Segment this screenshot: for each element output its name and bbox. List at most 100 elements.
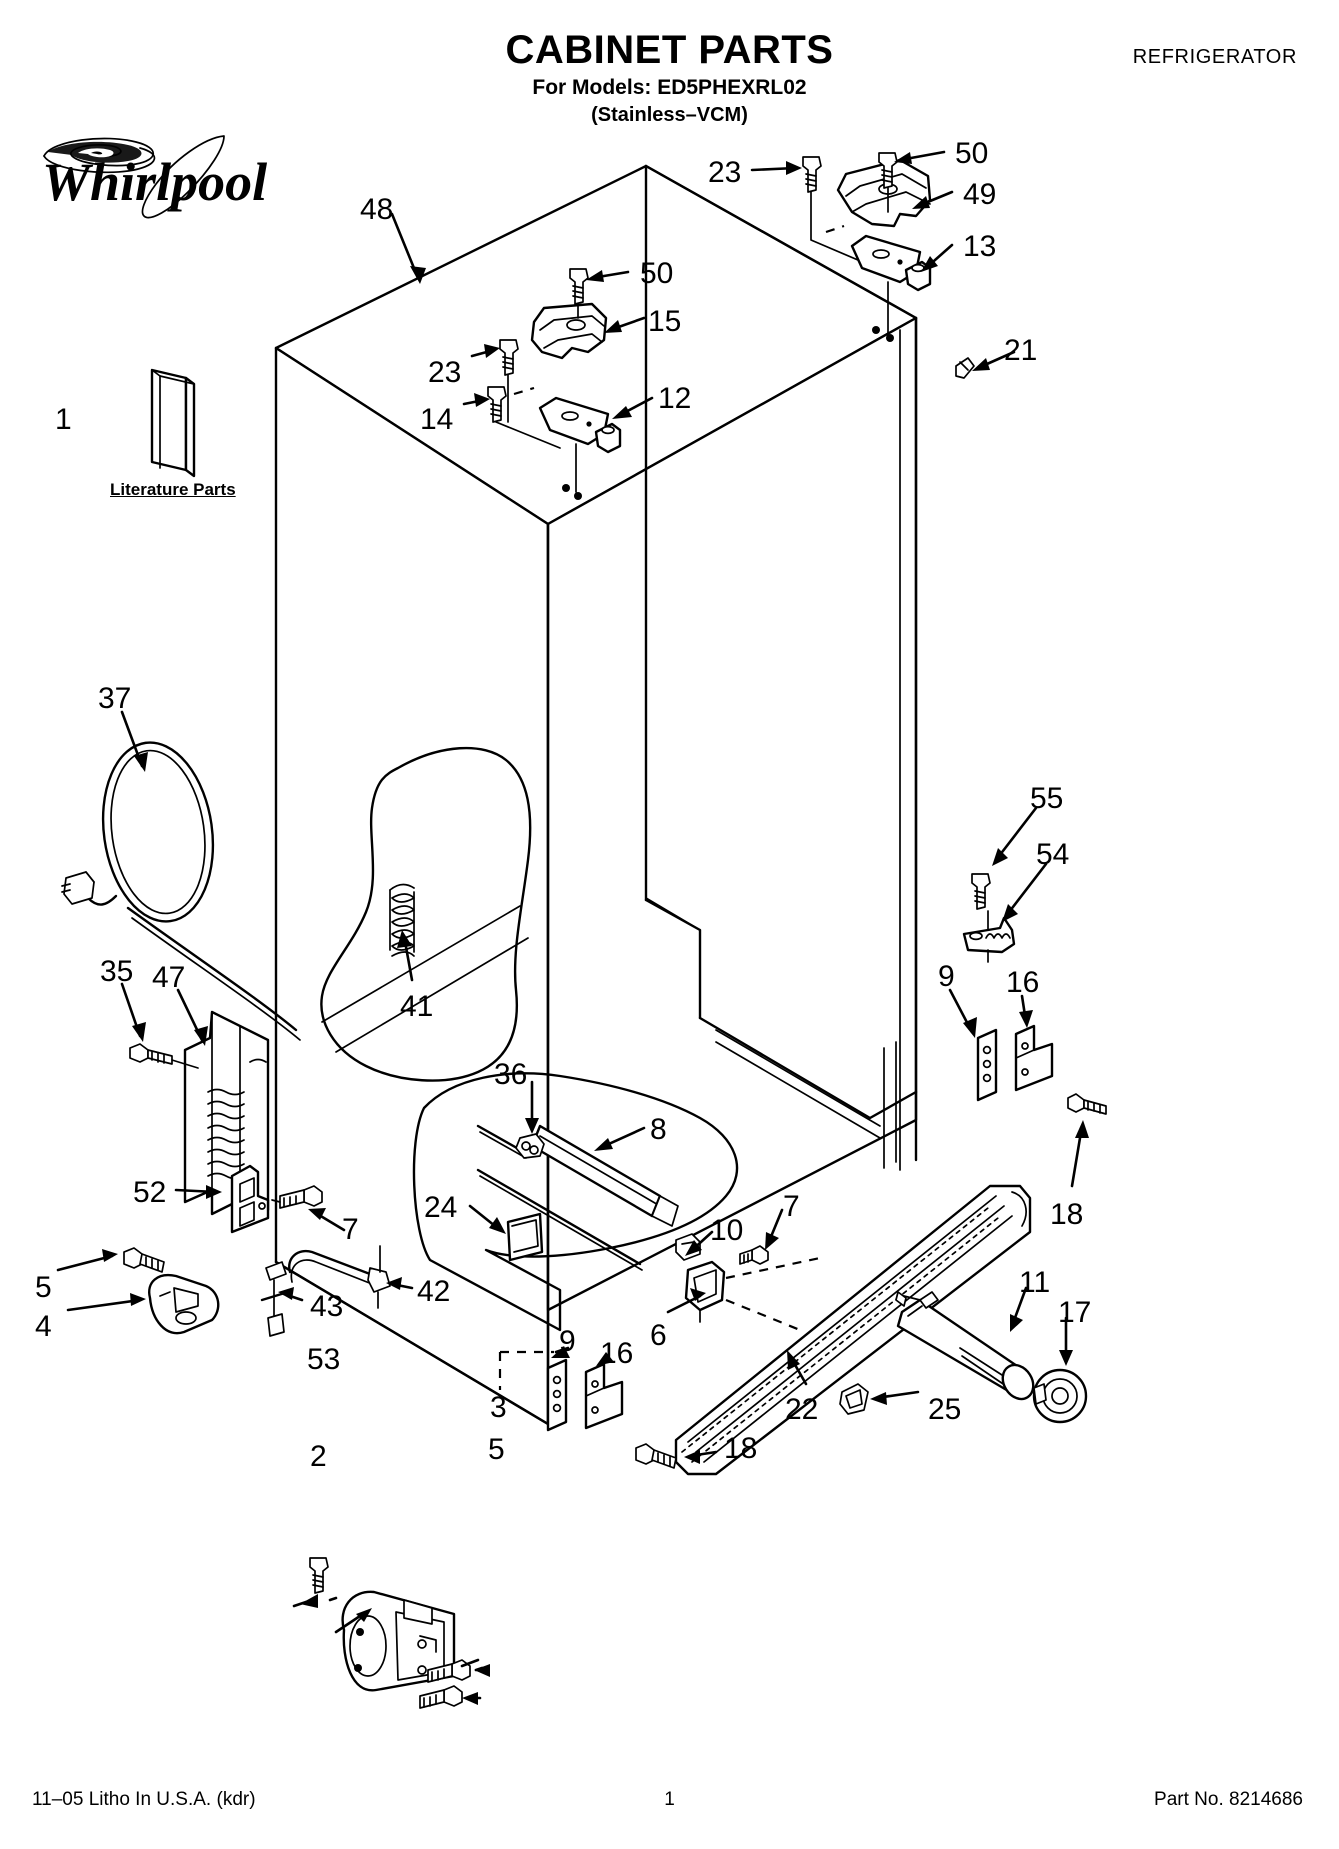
leader-4 (68, 1293, 146, 1310)
literature-parts-label: Literature Parts (110, 480, 236, 499)
callout-number-12: 12 (658, 382, 692, 415)
leader-17 (1059, 1318, 1073, 1366)
callout-number-14: 14 (420, 403, 454, 436)
callout-number-17: 17 (1058, 1296, 1092, 1329)
callout-number-7: 7 (783, 1190, 800, 1223)
leader-12 (612, 398, 652, 419)
variant-line: (Stainless–VCM) (591, 104, 748, 126)
part-53-screw (310, 1558, 328, 1593)
leader-42 (386, 1277, 412, 1290)
callout-number-2: 2 (310, 1440, 327, 1473)
callout-number-41: 41 (400, 990, 434, 1023)
callout-number-53: 53 (307, 1343, 341, 1376)
whirlpool-logo-svg: Whirlpool (42, 135, 267, 219)
callout-number-4: 4 (35, 1310, 52, 1343)
leader-9-bottom (551, 1346, 570, 1358)
logo-wordmark: Whirlpool (42, 152, 267, 212)
callout-number-9: 9 (938, 960, 955, 993)
part-23-screw-mid (500, 340, 518, 422)
callout-number-37: 37 (98, 682, 132, 715)
leader-53 (294, 1594, 336, 1608)
leader-49 (912, 192, 952, 209)
part-14-screw (488, 387, 560, 448)
leader-41 (397, 930, 412, 980)
leader-23-mid (472, 344, 500, 358)
lower-assembly-region (414, 1073, 737, 1330)
leader-22 (787, 1350, 806, 1384)
dash-link-6-22 (726, 1258, 820, 1330)
logo-flourish (141, 135, 225, 219)
callout-number-52: 52 (133, 1176, 167, 1209)
callout-number-9: 9 (559, 1325, 576, 1358)
part-55-screw (972, 874, 990, 938)
callout-number-16: 16 (600, 1337, 634, 1370)
callout-number-42: 42 (417, 1275, 451, 1308)
callout-number-8: 8 (650, 1113, 667, 1146)
part-7-screw-left (272, 1186, 322, 1208)
leader-47 (178, 990, 208, 1046)
part-17-filter-cap (1034, 1370, 1086, 1422)
hinge-dash-top-right (826, 226, 844, 232)
leader-7-left (308, 1208, 344, 1230)
callout-number-25: 25 (928, 1393, 962, 1426)
part-12-hinge-plate-mid (540, 398, 620, 500)
page-title: CABINET PARTS (505, 28, 834, 72)
part-13-hinge-plate (852, 236, 930, 342)
callout-number-16: 16 (1006, 966, 1040, 999)
callout-number-50: 50 (640, 257, 674, 290)
callout-number-24: 24 (424, 1191, 458, 1224)
part-18-screw-right (1068, 1094, 1106, 1114)
callout-number-55: 55 (1030, 782, 1064, 815)
leader-10 (685, 1232, 712, 1256)
cabinet-body (276, 166, 916, 1424)
category-label: REFRIGERATOR (1132, 46, 1297, 68)
callout-number-11: 11 (1019, 1266, 1051, 1299)
callout-number-49: 49 (963, 178, 997, 211)
callout-number-50: 50 (955, 137, 989, 170)
part-25-plug (840, 1384, 868, 1414)
part-23-screw-top (803, 157, 872, 266)
footer-page-number: 1 (664, 1789, 675, 1810)
leader-24 (470, 1206, 506, 1234)
leader-35 (122, 984, 146, 1042)
leader-6 (668, 1288, 706, 1312)
callout-number-47: 47 (152, 961, 186, 994)
part-41-insulation (321, 748, 530, 1081)
part-7-screw-right (740, 1246, 768, 1264)
leader-14 (464, 393, 490, 407)
leader-16-bottom (596, 1352, 614, 1366)
leader-50-mid (586, 270, 628, 282)
callout-number-7: 7 (342, 1213, 359, 1246)
leader-16-right (1019, 996, 1033, 1028)
cabinet-inner-wall (884, 1042, 896, 1168)
leader-7-right (765, 1210, 782, 1250)
leader-18-right (1072, 1120, 1089, 1186)
leader-5-bottom (462, 1692, 480, 1705)
leader-37 (122, 712, 148, 772)
leader-3 (462, 1660, 490, 1677)
leader-13 (921, 245, 952, 272)
leader-5-top-left (58, 1249, 118, 1270)
dash-bottom-center (500, 1352, 554, 1390)
callout-number-18: 18 (1050, 1198, 1084, 1231)
callout-number-22: 22 (785, 1393, 819, 1426)
callout-number-5: 5 (488, 1433, 505, 1466)
part-5-screw-left (124, 1248, 164, 1272)
callout-number-23: 23 (428, 356, 462, 389)
footer-part-number: Part No. 8214686 (1154, 1789, 1303, 1810)
whirlpool-logo: Whirlpool (28, 112, 268, 222)
callout-number-3: 3 (490, 1391, 507, 1424)
coil-spring (390, 884, 414, 956)
leader-15 (604, 318, 644, 333)
part-15-hinge-cover-mid (532, 304, 606, 358)
part-43-clamp (262, 1262, 288, 1336)
models-line: For Models: ED5PHEXRL02 (532, 76, 807, 99)
callout-number-21: 21 (1004, 334, 1038, 367)
leader-50-top (894, 152, 944, 164)
part-16-bracket-bottom (586, 1364, 622, 1428)
part-50-screw-mid (570, 269, 588, 318)
callout-number-15: 15 (648, 305, 682, 338)
part-11-water-filter (896, 1292, 1039, 1405)
part-5-screw-bottom (420, 1686, 462, 1708)
